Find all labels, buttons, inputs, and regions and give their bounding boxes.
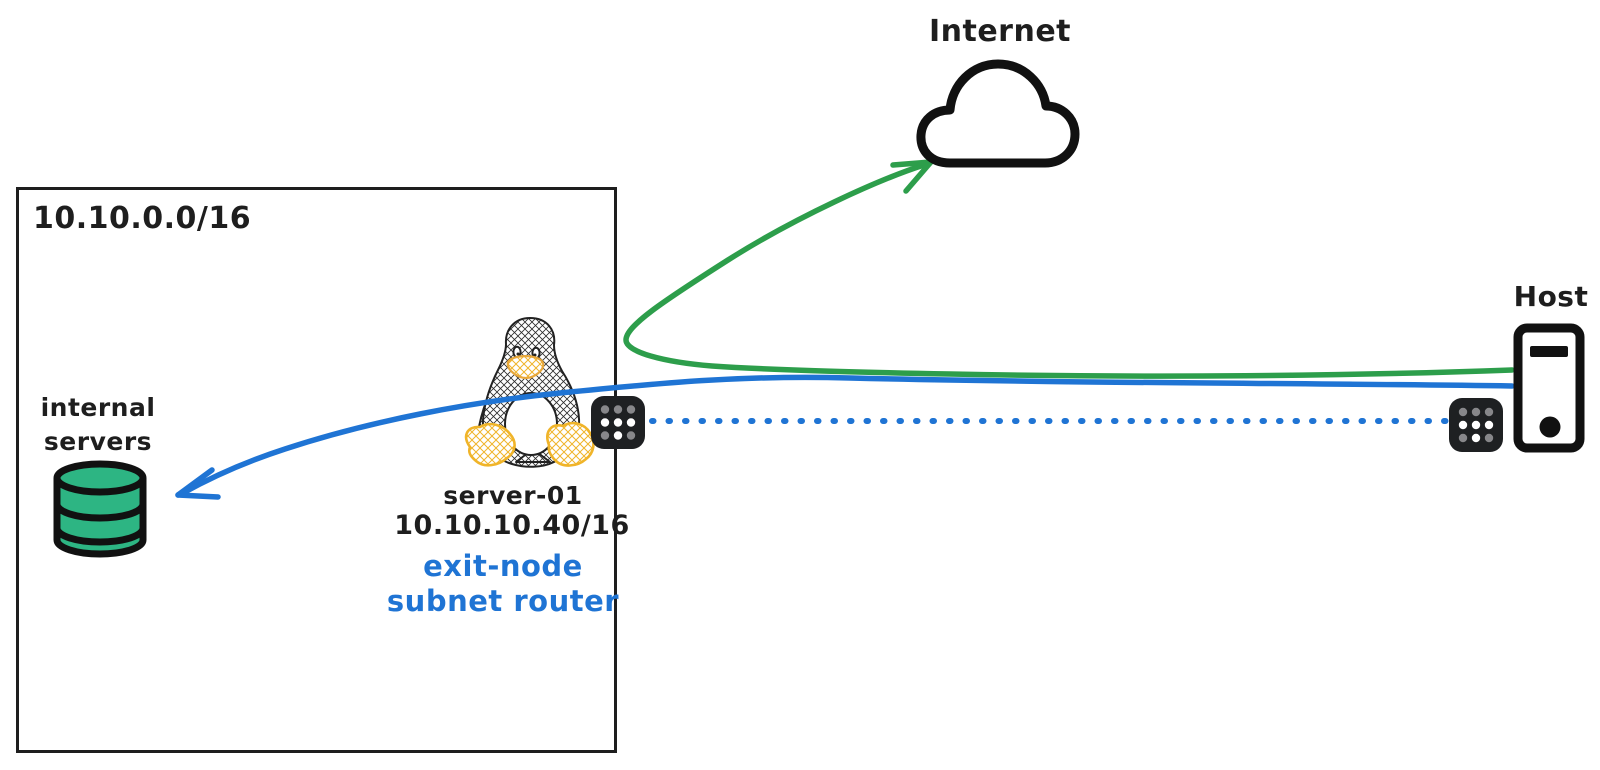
internal-servers-label-line2: servers	[43, 427, 153, 456]
subnet-cidr-label: 10.10.0.0/16	[33, 201, 252, 236]
tower-pc-icon	[1513, 323, 1585, 453]
host-label: Host	[1513, 280, 1589, 313]
internal-servers-label: internal servers	[41, 391, 156, 459]
host-to-internet-arrow	[623, 159, 1515, 379]
host-to-internal-arrow	[175, 374, 1515, 500]
server-name-label: server-01	[443, 481, 583, 510]
server-ip-label: 10.10.10.40/16	[394, 510, 630, 541]
linux-tux-icon	[464, 317, 595, 468]
tailscale-icon-left	[591, 396, 645, 449]
internet-label: Internet	[928, 14, 1072, 49]
server-role-subnet-router-label: subnet router	[386, 584, 620, 618]
server-role-exit-node-label: exit-node	[423, 549, 583, 583]
cloud-icon	[916, 59, 1080, 168]
internal-servers-label-line1: internal	[40, 393, 156, 422]
subnet-box	[16, 187, 617, 753]
database-icon	[53, 460, 147, 558]
tower-slot	[1530, 346, 1568, 357]
tailscale-icon-right	[1449, 398, 1503, 452]
tower-button	[1539, 416, 1561, 438]
